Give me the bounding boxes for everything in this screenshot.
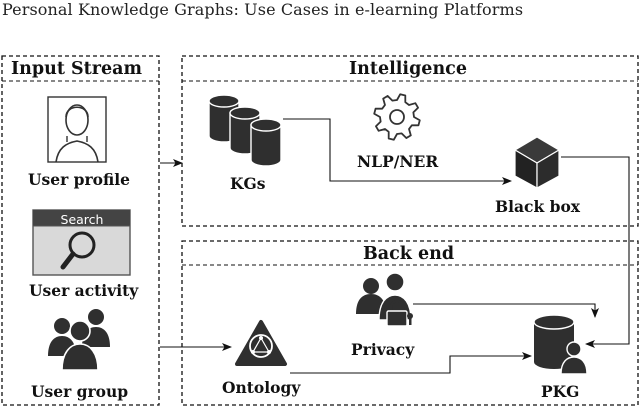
- user-activity-label: User activity: [29, 281, 139, 300]
- back-end-panel: [181, 240, 639, 406]
- connector-arrows: [160, 118, 630, 374]
- search-bar-label: Search: [60, 212, 104, 227]
- black-box-label: Black box: [495, 197, 581, 216]
- input-stream-title: Input Stream: [11, 59, 142, 79]
- privacy-icon: [356, 272, 413, 327]
- ontology-label: Ontology: [222, 378, 301, 397]
- user-group-label: User group: [31, 382, 129, 401]
- gear-icon: [373, 93, 421, 141]
- privacy-label: Privacy: [351, 340, 415, 359]
- pkg-label: PKG: [541, 382, 580, 401]
- nlp-ner-label: NLP/NER: [357, 152, 439, 171]
- magnifier-icon: [60, 231, 96, 270]
- search-window-icon: [32, 209, 131, 276]
- ontology-icon: [235, 320, 287, 366]
- intelligence-panel: [181, 55, 639, 227]
- arrow-privacy-to-pkg: [413, 303, 599, 318]
- kgs-label: KGs: [230, 174, 266, 193]
- arrow-kgs-to-black-box: [283, 118, 512, 185]
- user-group-icon: [48, 309, 110, 371]
- input-stream-panel: [1, 55, 160, 406]
- back-end-title: Back end: [363, 244, 455, 264]
- pkg-database-icon: [533, 314, 588, 375]
- black-box-cube-icon: [514, 136, 560, 189]
- line-black-box-to-pkg: [561, 156, 630, 348]
- user-profile-icon: [47, 96, 107, 163]
- kgs-database-icon: [208, 94, 282, 167]
- page-header-title: Personal Knowledge Graphs: Use Cases in …: [2, 0, 524, 19]
- arrow-ontology-to-pkg: [290, 352, 532, 374]
- user-profile-label: User profile: [28, 170, 131, 189]
- intelligence-title: Intelligence: [349, 59, 467, 79]
